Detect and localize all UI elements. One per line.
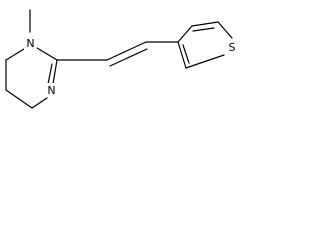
molecule-structure: N N S	[5, 9, 239, 109]
linker-double-bond	[106, 41, 147, 61]
linker-double-bond-inner	[109, 48, 148, 67]
ring-bond-c2-n1	[36, 47, 58, 61]
thiophene-bond-c4-c3	[177, 25, 193, 43]
ring-bond-c4-n3	[31, 97, 48, 109]
vinyl-linker	[56, 41, 179, 67]
pyrimidine-ring	[5, 47, 58, 109]
atom-label-s-thiophene: S	[229, 41, 236, 54]
ring-bond-n3-c2	[52, 59, 58, 85]
ring-bond-n3-c2-double	[47, 63, 53, 85]
thiophene-bond-c2-c3-double	[182, 44, 190, 64]
thiophene-bond-c4-c5-double	[192, 27, 215, 32]
thiophene-bond-c2-s	[185, 54, 225, 69]
atom-label-n-methyl: N	[26, 37, 34, 50]
thiophene-bond-c5-c4	[191, 21, 219, 27]
thiophene-bond-s-c5	[217, 21, 233, 39]
thiophene-ring	[177, 21, 233, 69]
thiophene-bond-c3-c2	[177, 41, 187, 69]
atom-label-n-imine: N	[47, 84, 55, 97]
ring-bond-n1-c6	[5, 48, 25, 61]
ring-bond-c5-c4	[5, 89, 33, 109]
